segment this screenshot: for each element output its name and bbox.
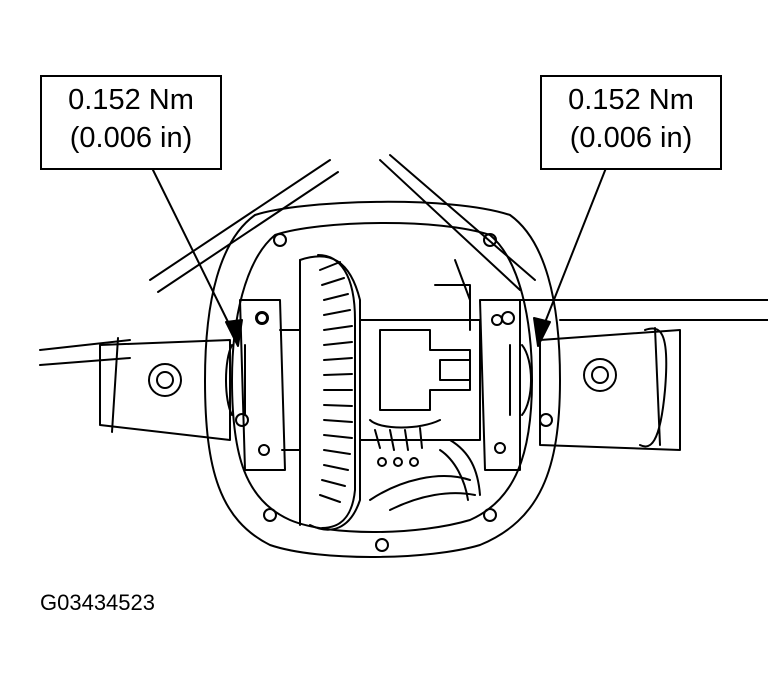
figure-id: G03434523 bbox=[40, 590, 155, 615]
left-arrowhead bbox=[225, 319, 243, 347]
differential-case bbox=[359, 259, 481, 511]
ring-gear bbox=[299, 254, 361, 531]
left-axle-tube bbox=[99, 337, 231, 441]
callout-left: 0.152 Nm (0.006 in) bbox=[40, 75, 222, 170]
callout-left-alt: (0.006 in) bbox=[69, 122, 193, 154]
right-arrowhead bbox=[533, 317, 551, 347]
callout-left-value: 0.152 Nm bbox=[68, 84, 194, 116]
left-leader-line bbox=[151, 167, 233, 331]
housing-outline bbox=[204, 200, 561, 558]
leader-lines bbox=[151, 167, 607, 347]
right-axle-tube bbox=[539, 327, 681, 451]
callout-right-alt: (0.006 in) bbox=[569, 122, 693, 154]
right-axle-bolt bbox=[583, 358, 617, 392]
left-axle-bolt bbox=[148, 363, 182, 397]
right-bearing-cap bbox=[479, 299, 532, 471]
callout-right-value: 0.152 Nm bbox=[568, 84, 694, 116]
callout-right: 0.152 Nm (0.006 in) bbox=[540, 75, 722, 170]
right-leader-line bbox=[541, 167, 607, 331]
frame-lines bbox=[39, 154, 768, 366]
left-bearing-cap bbox=[225, 299, 301, 471]
